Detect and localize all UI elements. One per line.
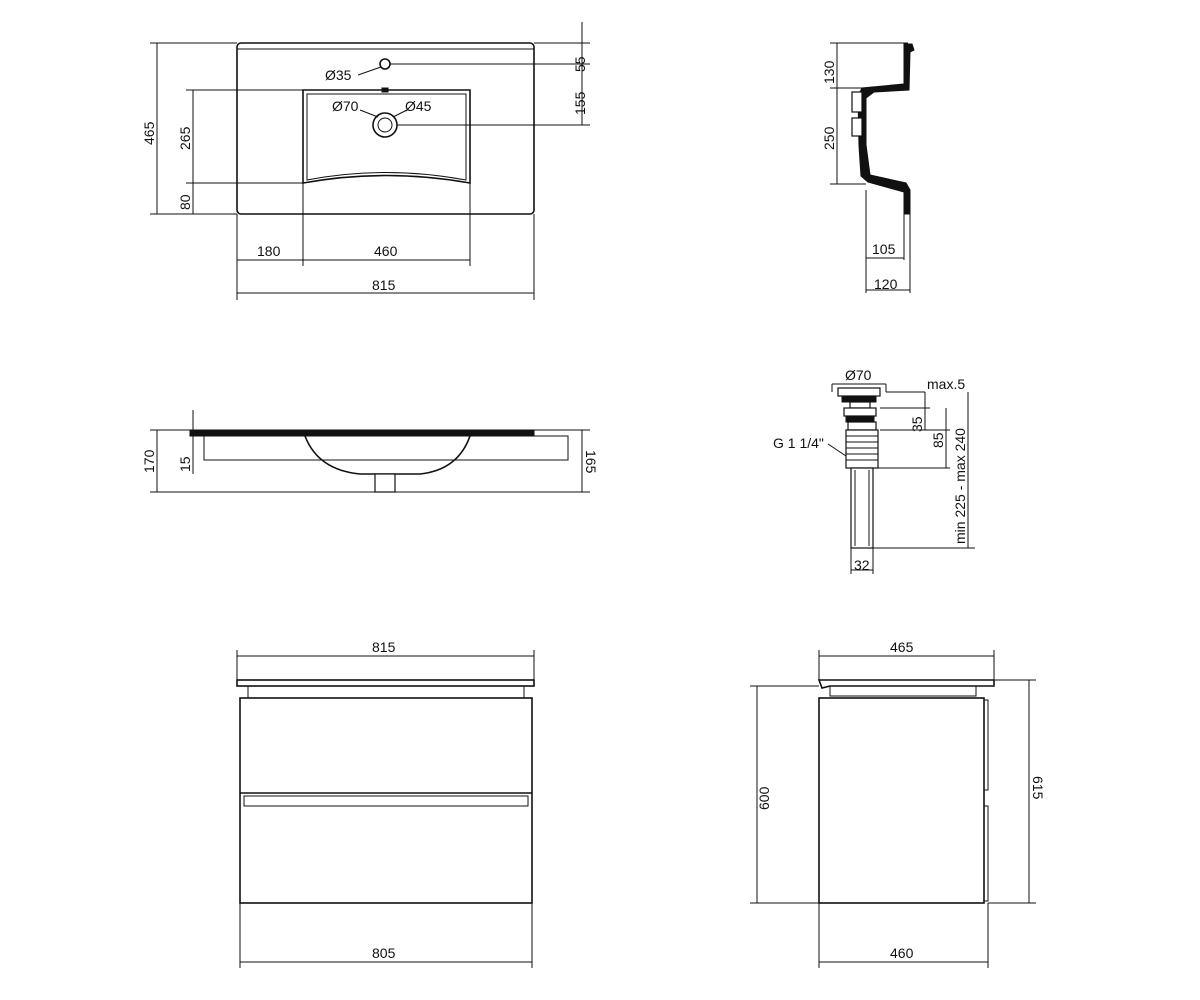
dim-drain-range: min 225 - max 240 (952, 428, 968, 544)
rim-slab (189, 429, 535, 437)
dim-drain-offset: 155 (572, 91, 588, 115)
section-profile (857, 43, 915, 215)
cabinet-front-view: 815 805 (236, 639, 535, 968)
dim-tap-offset: 55 (572, 56, 588, 72)
cabinet-side-top (817, 679, 995, 689)
bowl-section (304, 435, 471, 475)
dim-body-height: 85 (930, 432, 946, 448)
dim-front-height: 170 (141, 449, 157, 473)
dim-overflow-diameter: Ø45 (405, 98, 432, 114)
dim-tap-hole-diameter: Ø35 (325, 67, 352, 83)
dim-front-side: 165 (583, 450, 599, 474)
dim-pipe-diameter: 32 (854, 557, 870, 573)
cabinet-body (239, 697, 533, 904)
drain-cap (837, 387, 881, 397)
dim-bowl-width: 460 (374, 243, 398, 259)
dim-front-margin: 80 (177, 194, 193, 210)
dim-left-margin: 180 (257, 243, 281, 259)
drawer-handle-groove (243, 795, 529, 807)
dim-basin-width: 815 (372, 277, 396, 293)
dim-side-top: 130 (821, 60, 837, 84)
drain-pipe (850, 467, 874, 549)
dim-side-bottom-depth: 460 (890, 945, 914, 961)
tap-hole (379, 58, 391, 70)
dim-cabinet-bottom-width: 805 (372, 945, 396, 961)
washbasin-top-view: Ø35 Ø70 Ø45 55 155 465 265 80 180 460 81… (141, 22, 590, 300)
drain-detail: Ø70 max.5 35 85 G 1 1/4" min 225 - max 2… (773, 367, 975, 574)
cabinet-top-basin (236, 679, 535, 687)
dim-bowl-depth: 265 (177, 126, 193, 150)
basin-outline (236, 42, 535, 215)
dim-basin-depth: 465 (141, 121, 157, 145)
bowl-outline (302, 89, 471, 184)
drain-outlet (374, 473, 396, 493)
dim-side-body-height: 600 (756, 786, 772, 810)
dim-side-total-height: 615 (1030, 776, 1046, 800)
cabinet-side-view: 465 460 600 615 (750, 639, 1046, 968)
dim-side-inner: 105 (872, 241, 896, 257)
cabinet-side-body (818, 697, 985, 904)
thread-label: G 1 1/4" (773, 435, 824, 451)
dim-max-gap: max.5 (927, 376, 965, 392)
dim-cabinet-top-width: 815 (372, 639, 396, 655)
dim-side-top-depth: 465 (890, 639, 914, 655)
thread-body (845, 429, 879, 469)
dim-side-bowl: 250 (821, 126, 837, 150)
dim-cap-diameter: Ø70 (845, 367, 872, 383)
washbasin-side-section: 130 250 105 120 (821, 42, 915, 293)
washbasin-front-section: 170 15 165 (141, 410, 599, 493)
overflow-hole (381, 87, 389, 93)
dim-side-outer: 120 (874, 276, 898, 292)
dim-drain-diameter: Ø70 (332, 98, 359, 114)
dim-front-rim: 15 (177, 456, 193, 472)
dim-cap-height: 35 (909, 416, 925, 432)
